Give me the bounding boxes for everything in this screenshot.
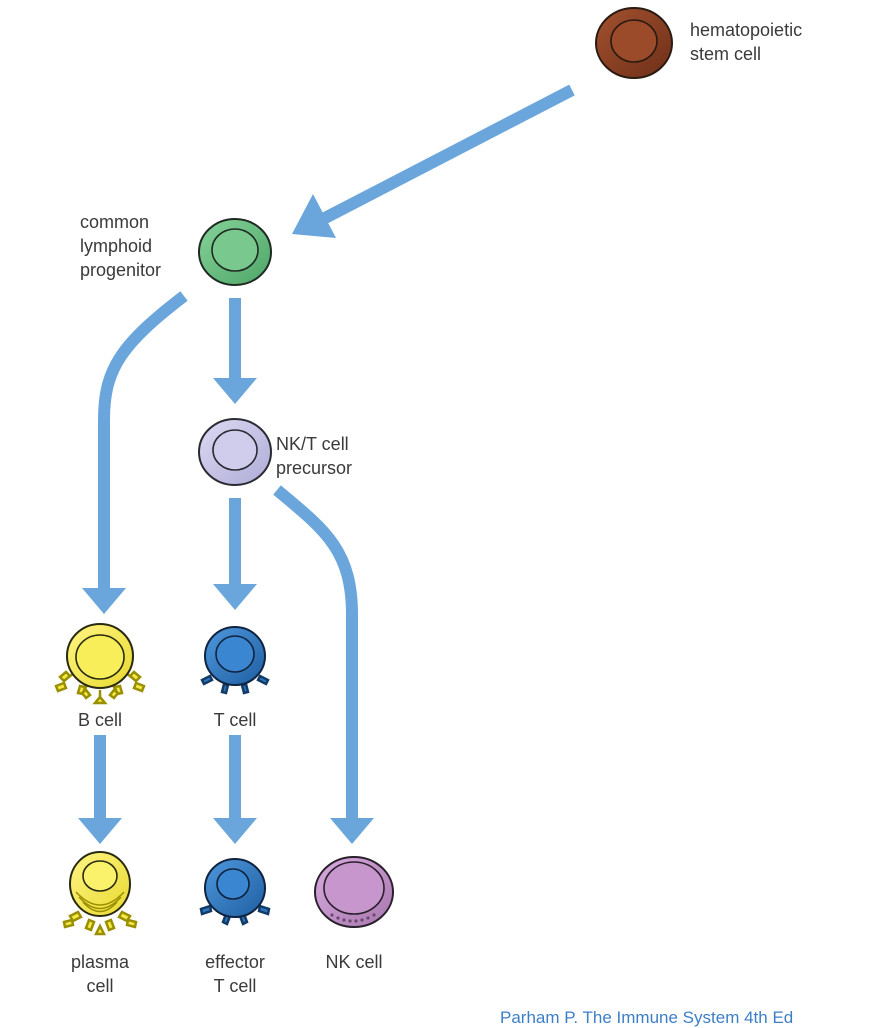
edge-bcell-to-plasma-arrowhead: [78, 818, 122, 844]
edge-clp-to-bcell: [98, 291, 188, 588]
effector-t-cell-icon: [199, 858, 271, 926]
label-effector-t-cell: effector T cell: [205, 952, 265, 996]
label-nk-t-cell-precursor: NK/T cell precursor: [276, 434, 353, 478]
label-hematopoietic-stem-cell: hematopoietic stem cell: [690, 20, 803, 64]
common-lymphoid-progenitor-icon: [198, 218, 272, 286]
edge-tcell-to-effector-arrowhead: [213, 818, 257, 844]
edge-nkt-to-nkcell: [273, 485, 358, 818]
edge-hsc-to-clp-arrowhead: [292, 194, 336, 238]
edge-clp-to-bcell-arrowhead: [82, 588, 126, 614]
t-cell-icon: [200, 626, 270, 695]
plasma-cell-icon: [62, 851, 138, 936]
edge-nkt-to-tcell-arrowhead: [213, 584, 257, 610]
edge-hsc-to-clp: [322, 84, 575, 224]
label-b-cell: B cell: [77, 710, 122, 730]
label-plasma-cell: plasma cell: [70, 952, 130, 996]
edge-clp-to-nkt-arrowhead: [213, 378, 257, 404]
label-common-lymphoid-progenitor: common lymphoid progenitor: [80, 212, 162, 280]
nk-t-cell-precursor-icon: [198, 418, 272, 486]
label-nk-cell: NK cell: [325, 952, 383, 972]
hematopoietic-stem-cell-icon: [595, 7, 673, 79]
edge-nkt-to-nkcell-arrowhead: [330, 818, 374, 844]
source-credit: Parham P. The Immune System 4th Ed: [500, 1008, 794, 1027]
b-cell-icon: [54, 623, 146, 705]
label-t-cell: T cell: [213, 710, 257, 730]
nk-cell-icon: [314, 856, 394, 928]
